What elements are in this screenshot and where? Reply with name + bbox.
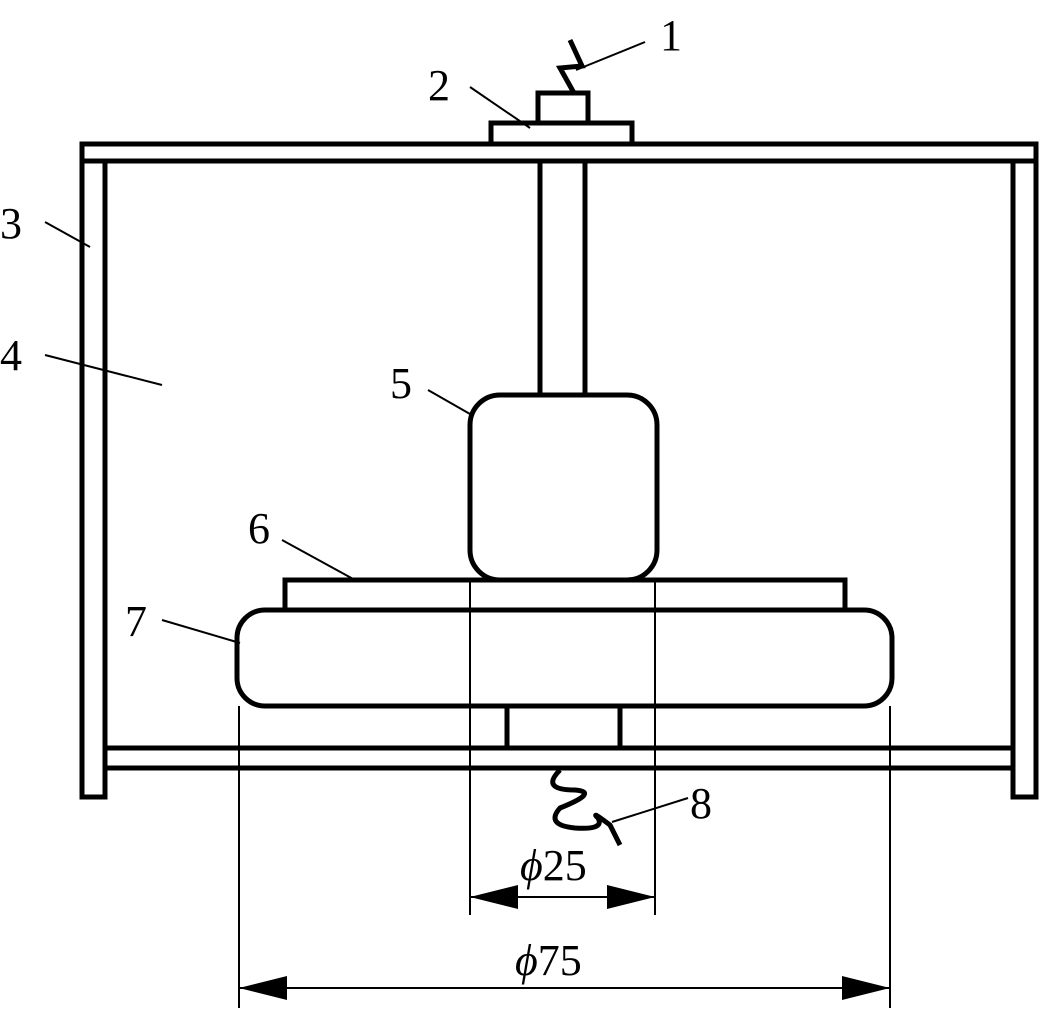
label-6: 6: [248, 504, 270, 553]
label-4: 4: [0, 331, 22, 380]
ground-squiggle: [550, 768, 623, 847]
arrow-head: [842, 976, 890, 1000]
shaft: [537, 161, 588, 395]
bottom-stub: [504, 703, 623, 751]
arrow-head: [607, 885, 655, 909]
label-2: 2: [428, 61, 450, 110]
dimension-lines: [238, 580, 891, 1008]
label-7: 7: [125, 597, 147, 646]
label-8: 8: [690, 779, 712, 828]
label-3: 3: [0, 199, 22, 248]
disk-7: [234, 607, 895, 709]
dimension-outer-diameter: ϕ75: [515, 936, 582, 985]
lightning-symbol-icon: [555, 38, 586, 95]
left-wall: [79, 158, 108, 800]
label-5: 5: [390, 359, 412, 408]
plate-6: [282, 577, 848, 613]
label-1: 1: [660, 11, 682, 60]
washer-2: [488, 120, 635, 147]
arrow-head: [470, 885, 518, 909]
bottom-plate: [102, 745, 1016, 771]
top-plate: [79, 141, 1039, 164]
leader-lines: [44, 41, 689, 823]
right-wall: [1010, 158, 1039, 800]
housing: [79, 141, 1039, 800]
terminal-cap: [535, 90, 591, 126]
electrode-block-5: [467, 392, 660, 583]
dimension-inner-diameter: ϕ25: [520, 841, 587, 890]
arrow-head: [239, 976, 287, 1000]
